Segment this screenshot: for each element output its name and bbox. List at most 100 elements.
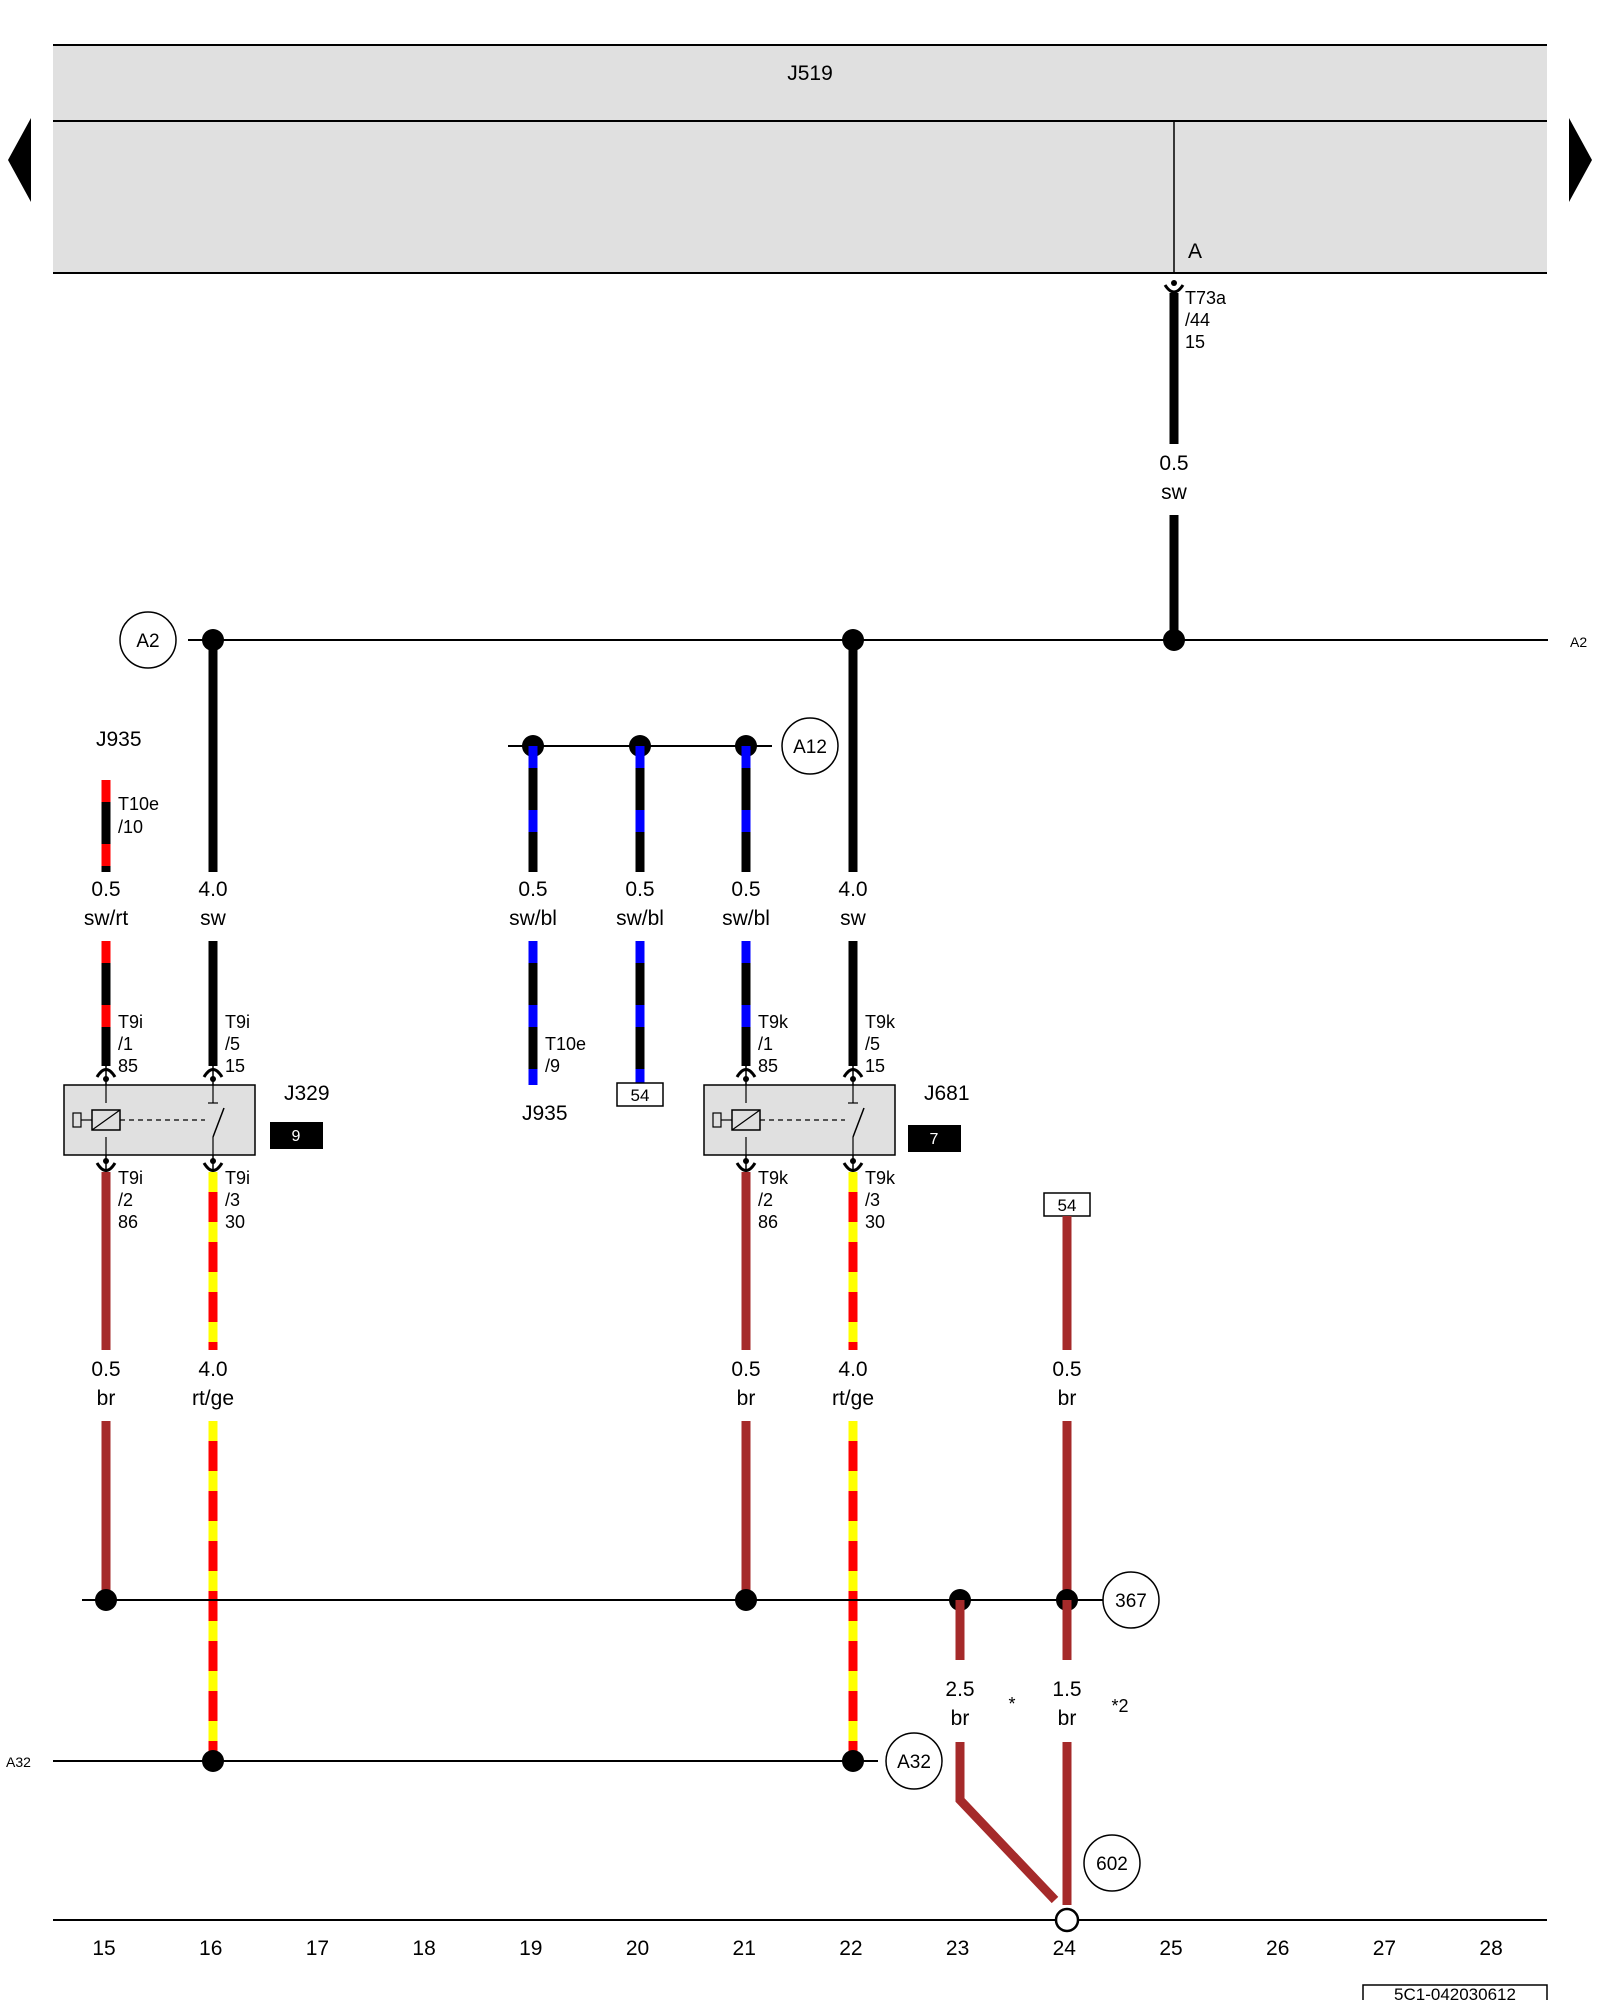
connector-dot: [743, 1076, 749, 1082]
wire-color-label: sw/bl: [509, 907, 557, 930]
t73a-label-2: /44: [1185, 310, 1210, 330]
bus-a2-right-label: A2: [1570, 634, 1587, 650]
terminal-box-label: 54: [1058, 1196, 1077, 1215]
pin-label: /5: [225, 1034, 240, 1054]
junction-dot: [1163, 629, 1185, 651]
t73a-wire: T73a /44 15 0.5 sw: [1159, 280, 1227, 640]
wire-color-label: br: [737, 1387, 756, 1410]
bus-a32-label: A32: [897, 1752, 931, 1773]
pin-label: 15: [225, 1056, 245, 1076]
pin-label: 85: [118, 1056, 138, 1076]
connector-arc: [1163, 284, 1185, 294]
wire-color-label: sw: [1161, 481, 1188, 504]
module-body: [53, 45, 1547, 273]
terminal-box-label: 54: [631, 1086, 650, 1105]
footnote-marker: *2: [1111, 1696, 1128, 1716]
connector-arc: [842, 1068, 864, 1078]
relay-j329: T9i /1 85 T9i /5 15 T9i /2 86 T9i /3 30 …: [63, 1012, 330, 1232]
control-unit-j519: J519 A: [53, 44, 1547, 274]
relay-slot-number: 7: [930, 1131, 939, 1148]
wire-size-label: 0.5: [1052, 1358, 1081, 1381]
pin-label: 30: [865, 1212, 885, 1232]
wire-size-label: 2.5: [945, 1678, 974, 1701]
column-number: 17: [306, 1937, 329, 1960]
arrow-left-icon[interactable]: [8, 118, 31, 202]
wire-color-label: rt/ge: [832, 1387, 874, 1410]
footer-box: [1362, 1984, 1548, 2000]
t10e-9-label-1: T10e: [545, 1034, 586, 1054]
wire-size-label: 4.0: [198, 1358, 227, 1381]
relay-slot-number: 9: [292, 1128, 301, 1145]
connector-dot: [210, 1076, 216, 1082]
junction-dot: [202, 1750, 224, 1772]
connector-dot: [743, 1158, 749, 1164]
footer-id-box: 5C1-042030612: [1362, 1984, 1548, 2000]
t10e-10-label-1: T10e: [118, 794, 159, 814]
wire-size-label: 0.5: [518, 878, 547, 901]
wire-column-24-upper: 54 0.5 br: [1043, 1192, 1091, 1600]
column-number: 24: [1053, 1937, 1077, 1960]
column-number: 22: [839, 1937, 862, 1960]
column-number: 21: [733, 1937, 756, 1960]
wire-size-label: 0.5: [731, 1358, 760, 1381]
wire-column-22: 4.0 sw 4.0 rt/ge: [832, 640, 874, 1761]
relay-slot-badge: [908, 1125, 961, 1152]
bus-367-label: 367: [1115, 1591, 1147, 1612]
column-number: 18: [412, 1937, 435, 1960]
relay-j681: T9k /1 85 T9k /5 15 T9k /2 86 T9k /3 30 …: [703, 1012, 970, 1232]
connector-dot: [850, 1076, 856, 1082]
column-number: 26: [1266, 1937, 1289, 1960]
column-number: 23: [946, 1937, 969, 1960]
wire-segment: [955, 1742, 1059, 1904]
pin-label: 85: [758, 1056, 778, 1076]
wire-color-label: sw/bl: [722, 907, 770, 930]
bus-367: 367: [82, 1571, 1160, 1629]
connector-dot: [1171, 280, 1177, 286]
wire-size-label: 4.0: [198, 878, 227, 901]
pin-label: T9i: [225, 1012, 250, 1032]
connector-arc: [202, 1162, 224, 1172]
pin-label: T9k: [865, 1012, 896, 1032]
t10e-9-label-2: /9: [545, 1056, 560, 1076]
wire-column-21: 0.5 sw/bl 0.5 br: [722, 746, 770, 1600]
t73a-label-3: 15: [1185, 332, 1205, 352]
pin-label: 15: [865, 1056, 885, 1076]
relay-name-label: J329: [284, 1082, 330, 1105]
connector-arc: [95, 1068, 117, 1078]
relay-slot-badge: [270, 1122, 323, 1149]
pin-label: 30: [225, 1212, 245, 1232]
bus-a12-label: A12: [793, 737, 827, 758]
wire-size-label: 0.5: [625, 878, 654, 901]
wire-size-label: 0.5: [91, 878, 120, 901]
bus-a32: A32 A32: [6, 1732, 943, 1790]
relay-switch: [852, 1107, 865, 1138]
node-602-label: 602: [1096, 1854, 1128, 1875]
coil-diagonal: [731, 1109, 761, 1131]
wire-color-label: br: [1058, 1707, 1077, 1730]
wire-color-label: rt/ge: [192, 1387, 234, 1410]
pin-label: T9i: [225, 1168, 250, 1188]
pin-label: /1: [758, 1034, 773, 1054]
column-number: 28: [1479, 1937, 1502, 1960]
bus-circle: [1102, 1571, 1160, 1629]
wire-column-15: J935 T10e /10 0.5 sw/rt 0.5 br: [84, 728, 159, 1600]
footnote-marker: *: [1008, 1694, 1015, 1714]
column-number: 19: [519, 1937, 542, 1960]
pin-label: T9i: [118, 1168, 143, 1188]
ground-wires-lower: 2.5 br * 1.5 br *2 602: [945, 1600, 1141, 1905]
connector-dot: [850, 1158, 856, 1164]
relay-switch: [212, 1107, 225, 1138]
pin-label: T9i: [118, 1012, 143, 1032]
connector-arc: [95, 1162, 117, 1172]
bus-circle: [781, 717, 839, 775]
wire-size-label: 1.5: [1052, 1678, 1081, 1701]
pin-label: /2: [118, 1190, 133, 1210]
pin-label: 86: [118, 1212, 138, 1232]
junction-dot: [95, 1589, 117, 1611]
pin-label: 86: [758, 1212, 778, 1232]
wire-size-label: 4.0: [838, 1358, 867, 1381]
connector-arc: [202, 1068, 224, 1078]
arrow-right-icon[interactable]: [1569, 118, 1592, 202]
wire-color-label: sw: [840, 907, 867, 930]
wire-color-label: sw/bl: [616, 907, 664, 930]
